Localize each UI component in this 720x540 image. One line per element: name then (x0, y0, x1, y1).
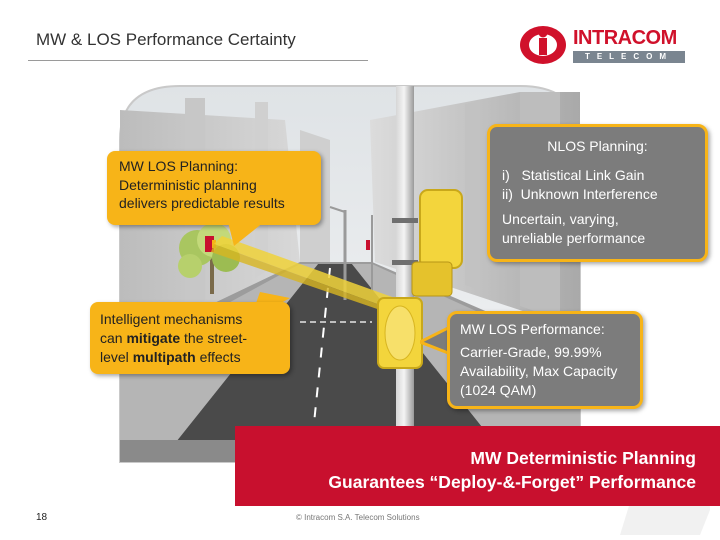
page-number: 18 (36, 512, 48, 523)
callout-nlos-planning: NLOS Planning: i) Statistical Link Gain … (487, 124, 708, 262)
callout-heading: NLOS Planning: (547, 138, 648, 154)
callout-line: (1024 QAM) (460, 382, 537, 398)
callout-line: unreliable performance (502, 230, 646, 246)
callout-heading: MW LOS Planning: (119, 158, 239, 174)
callout-line: level multipath effects (100, 349, 241, 365)
copyright-footer: © Intracom S.A. Telecom Solutions (296, 513, 420, 522)
callout-line: can mitigate the street- (100, 330, 248, 346)
callout-line: Uncertain, varying, (502, 211, 619, 227)
callout-pointer (228, 222, 264, 246)
callout-intelligent-mechanisms: Intelligent mechanisms can mitigate the … (90, 302, 290, 374)
banner-line: Guarantees “Deploy-&-Forget” Performance (328, 472, 696, 492)
intracom-logo-icon (520, 26, 566, 64)
callout-line: delivers predictable results (119, 195, 285, 211)
callout-line: Intelligent mechanisms (100, 311, 243, 327)
callout-mw-los-performance: MW LOS Performance: Carrier-Grade, 99.99… (447, 311, 643, 409)
callout-mw-los-planning: MW LOS Planning: Deterministic planning … (107, 151, 321, 225)
conclusion-banner: MW Deterministic Planning Guarantees “De… (235, 426, 720, 506)
callout-list-item: i) Statistical Link Gain (502, 167, 645, 183)
callout-line: Deterministic planning (119, 177, 257, 193)
callout-list-item: ii) Unknown Interference (502, 186, 658, 202)
logo-subtitle: TELECOM (573, 51, 685, 63)
banner-line: MW Deterministic Planning (470, 448, 696, 468)
slide-title: MW & LOS Performance Certainty (36, 30, 296, 49)
callout-line: Availability, Max Capacity (460, 363, 618, 379)
intracom-logo: INTRACOM TELECOM (518, 24, 690, 66)
callout-heading: MW LOS Performance: (460, 321, 605, 337)
logo-name: INTRACOM (573, 27, 677, 49)
callout-line: Carrier-Grade, 99.99% (460, 344, 602, 360)
title-divider (28, 60, 368, 61)
